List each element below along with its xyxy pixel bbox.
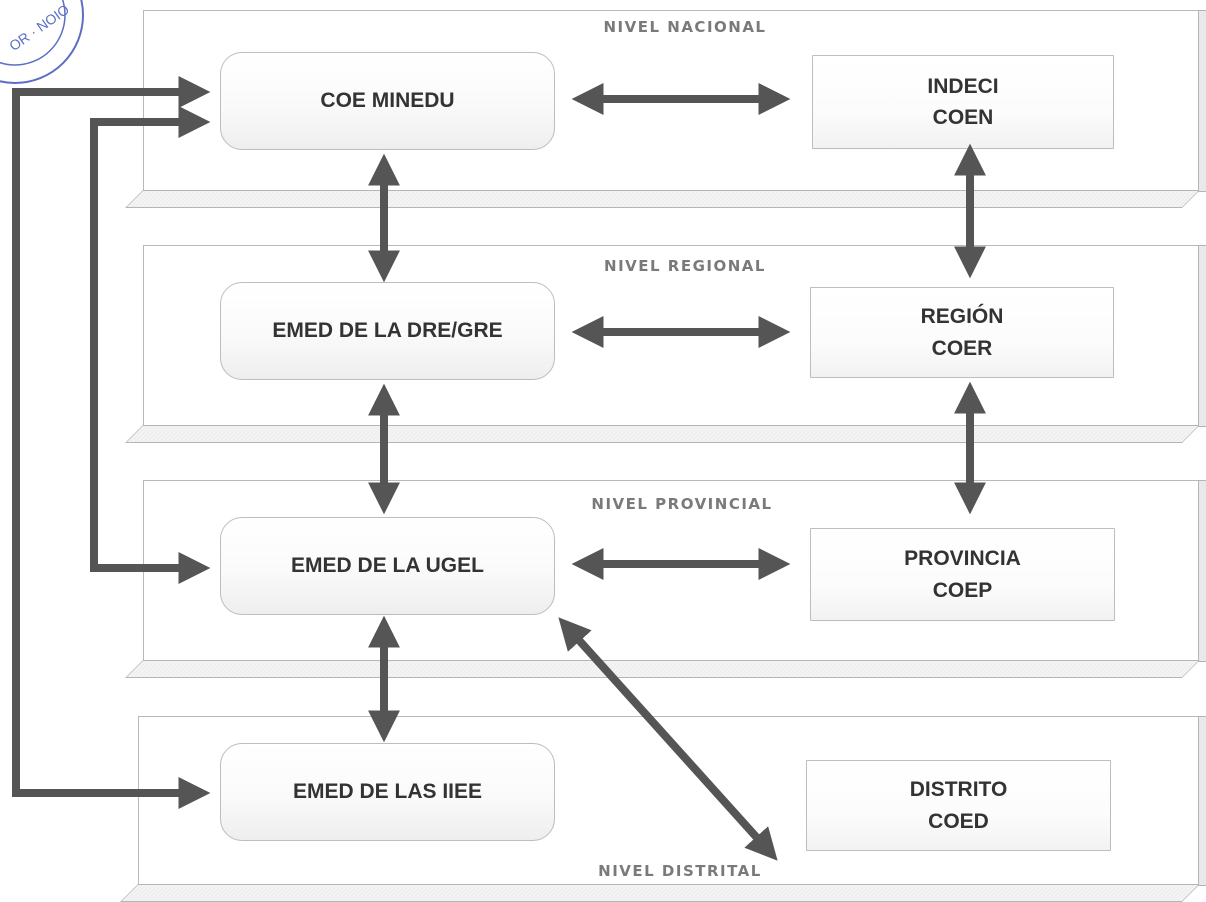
box-region-coer: REGIÓN COER [810,287,1114,378]
box-provincia-coep: PROVINCIA COEP [810,528,1115,621]
box-emed-iiee: EMED DE LAS IIEE [220,743,555,841]
box-emed-ugel: EMED DE LA UGEL [220,517,555,615]
level-regional-title: NIVEL REGIONAL [604,257,766,275]
stamp-seal: OR · NOIO [0,0,84,84]
box-coe-minedu: COE MINEDU [220,52,555,150]
level-provincial-side [1198,480,1206,662]
box-emed-dre-gre-label: EMED DE LA DRE/GRE [272,319,503,343]
box-coe-minedu-label: COE MINEDU [320,89,455,113]
level-provincial-title: NIVEL PROVINCIAL [591,495,773,513]
arrow-ugel-distrito [558,617,778,861]
box-region-line2: COER [931,336,993,360]
box-provincia-line2: COEP [932,578,993,602]
box-provincia-line1: PROVINCIA [904,547,1021,570]
level-distrital-side [1198,716,1206,886]
box-distrito-coed: DISTRITO COED [806,760,1111,851]
level-regional-side [1198,245,1206,427]
box-emed-dre-gre: EMED DE LA DRE/GRE [220,282,555,380]
box-indeci-line2: COEN [932,106,994,129]
box-emed-ugel-label: EMED DE LA UGEL [291,554,484,578]
arrow-coe-ugel-loop [90,106,211,584]
level-distrital-title: NIVEL DISTRITAL [598,862,762,880]
level-nacional-title: NIVEL NACIONAL [603,18,767,36]
box-indeci-line1: INDECI [927,74,999,98]
box-distrito-line2: COED [928,809,989,833]
box-region-line1: REGIÓN [920,305,1004,328]
arrow-coe-iiee-loop [12,76,211,809]
box-distrito-line1: DISTRITO [909,778,1008,801]
level-nacional-side [1198,10,1206,192]
box-emed-iiee-label: EMED DE LAS IIEE [292,780,483,804]
